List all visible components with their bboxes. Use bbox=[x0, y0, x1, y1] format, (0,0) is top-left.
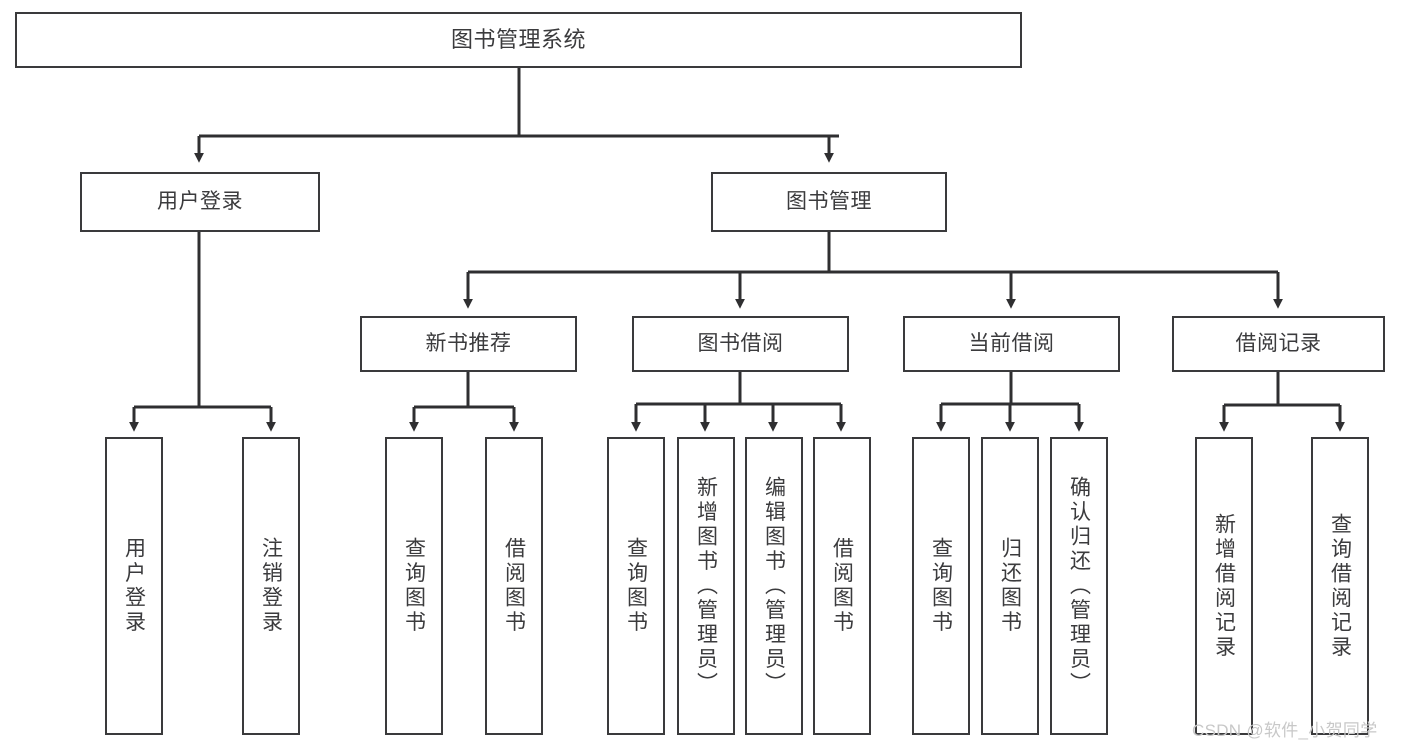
leaf-add-book[interactable]: 新增图书（管理员） bbox=[677, 437, 735, 735]
leaf-borrow-book-2[interactable]: 借阅图书 bbox=[813, 437, 871, 735]
node-root[interactable]: 图书管理系统 bbox=[15, 12, 1022, 68]
leaf-add-record-label: 新增借阅记录 bbox=[1212, 512, 1236, 660]
leaf-edit-book-label: 编辑图书（管理员） bbox=[762, 475, 786, 697]
leaf-query-book-1-label: 查询图书 bbox=[402, 537, 426, 635]
node-user-login-label: 用户登录 bbox=[157, 190, 243, 214]
leaf-user-login[interactable]: 用户登录 bbox=[105, 437, 163, 735]
leaf-confirm-return-label: 确认归还（管理员） bbox=[1067, 475, 1091, 697]
leaf-logout-label: 注销登录 bbox=[259, 537, 283, 635]
node-new-book-recommend[interactable]: 新书推荐 bbox=[360, 316, 577, 372]
leaf-query-record[interactable]: 查询借阅记录 bbox=[1311, 437, 1369, 735]
leaf-return-book[interactable]: 归还图书 bbox=[981, 437, 1039, 735]
leaf-confirm-return[interactable]: 确认归还（管理员） bbox=[1050, 437, 1108, 735]
leaf-query-book-3[interactable]: 查询图书 bbox=[912, 437, 970, 735]
leaf-add-record[interactable]: 新增借阅记录 bbox=[1195, 437, 1253, 735]
leaf-borrow-book-2-label: 借阅图书 bbox=[830, 537, 854, 635]
leaf-return-book-label: 归还图书 bbox=[998, 537, 1022, 635]
leaf-query-book-3-label: 查询图书 bbox=[929, 537, 953, 635]
node-new-book-recommend-label: 新书推荐 bbox=[425, 332, 512, 356]
leaf-query-record-label: 查询借阅记录 bbox=[1328, 512, 1352, 660]
node-current-borrow-label: 当前借阅 bbox=[968, 332, 1055, 356]
node-book-manage-label: 图书管理 bbox=[786, 190, 872, 214]
node-root-label: 图书管理系统 bbox=[450, 26, 586, 52]
leaf-edit-book[interactable]: 编辑图书（管理员） bbox=[745, 437, 803, 735]
leaf-query-book-1[interactable]: 查询图书 bbox=[385, 437, 443, 735]
leaf-add-book-label: 新增图书（管理员） bbox=[694, 475, 718, 697]
csdn-watermark: CSDN @软件_小贺同学 bbox=[1192, 721, 1378, 740]
node-book-borrow[interactable]: 图书借阅 bbox=[632, 316, 849, 372]
leaf-query-book-2[interactable]: 查询图书 bbox=[607, 437, 665, 735]
leaf-user-login-label: 用户登录 bbox=[122, 537, 146, 635]
leaf-borrow-book-1[interactable]: 借阅图书 bbox=[485, 437, 543, 735]
node-user-login[interactable]: 用户登录 bbox=[80, 172, 320, 232]
leaf-borrow-book-1-label: 借阅图书 bbox=[502, 537, 526, 635]
leaf-logout[interactable]: 注销登录 bbox=[242, 437, 300, 735]
node-current-borrow[interactable]: 当前借阅 bbox=[903, 316, 1120, 372]
node-borrow-record[interactable]: 借阅记录 bbox=[1172, 316, 1385, 372]
leaf-query-book-2-label: 查询图书 bbox=[624, 537, 648, 635]
node-book-borrow-label: 图书借阅 bbox=[697, 332, 784, 356]
node-book-manage[interactable]: 图书管理 bbox=[711, 172, 947, 232]
node-borrow-record-label: 借阅记录 bbox=[1235, 332, 1322, 356]
